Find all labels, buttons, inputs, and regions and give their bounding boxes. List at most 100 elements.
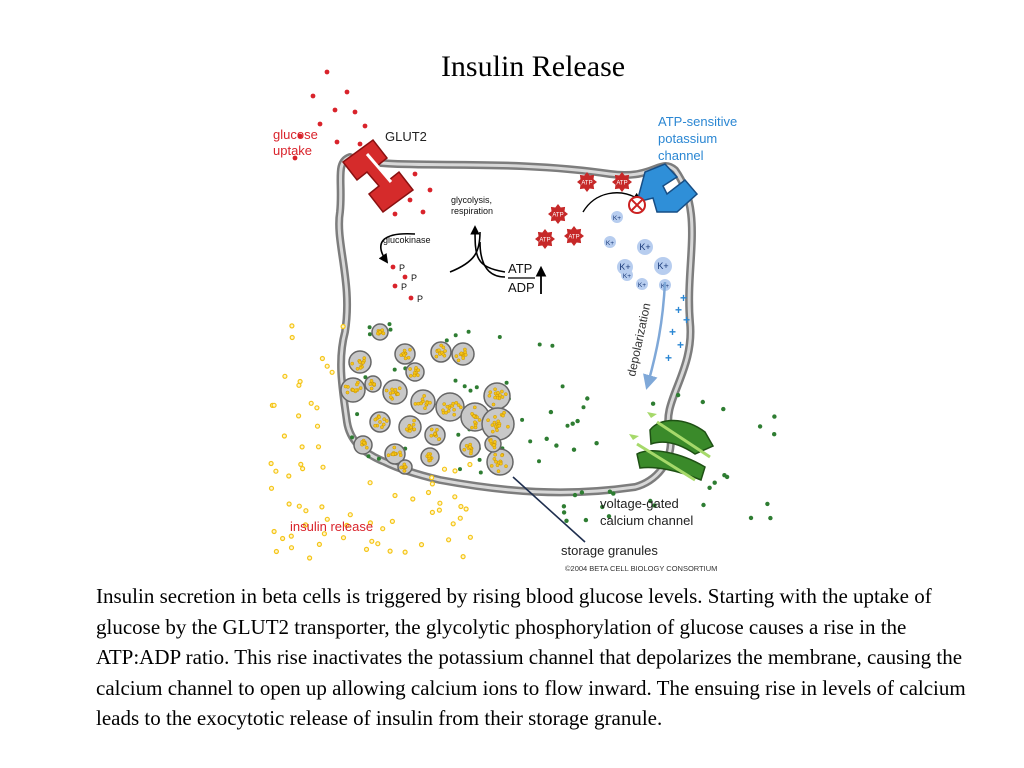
calcium-ion — [648, 498, 653, 504]
storage-granules-pointer — [512, 476, 586, 543]
calcium-ion — [579, 490, 585, 495]
insulin-molecule — [427, 454, 432, 459]
released-insulin-molecule — [436, 507, 442, 513]
calcium-ion — [468, 388, 473, 393]
atp-molecule-icon — [564, 226, 584, 246]
glucose-dot — [390, 264, 396, 270]
glucose-dot — [332, 107, 338, 113]
insulin-molecule — [487, 393, 492, 398]
calcium-ion — [722, 473, 727, 478]
potassium-ion-label: K+ — [657, 261, 668, 271]
insulin-molecule — [439, 350, 444, 355]
insulin-molecule — [496, 469, 501, 474]
insulin-molecule — [490, 429, 495, 434]
insulin-molecule — [391, 452, 395, 457]
calcium-ion — [712, 480, 717, 485]
glucose-dot — [420, 209, 426, 215]
released-insulin-molecule — [402, 549, 408, 555]
released-insulin-molecule — [450, 521, 456, 527]
atp-molecule-icon — [548, 204, 568, 224]
released-insulin-molecule — [273, 548, 279, 555]
released-insulin-molecule — [410, 496, 416, 502]
insulin-molecule — [369, 386, 374, 391]
potassium-ion — [621, 269, 633, 281]
potassium-ion — [654, 257, 672, 275]
calcium-ion — [772, 414, 777, 419]
insulin-molecule — [345, 390, 350, 395]
glucose-uptake-label-line1: glucose — [273, 127, 318, 142]
calcium-ion — [721, 406, 726, 412]
potassium-ion-label: K+ — [619, 262, 630, 272]
released-insulin-molecule — [288, 545, 295, 551]
released-insulin-molecule — [463, 506, 469, 512]
glucose-dot — [357, 141, 363, 147]
calcium-ion — [650, 401, 656, 406]
insulin-molecule — [372, 382, 376, 387]
katp-label-line3: channel — [658, 148, 704, 163]
insulin-molecule — [402, 353, 406, 358]
released-insulin-molecule — [302, 522, 309, 528]
calcium-ion — [376, 456, 381, 461]
insulin-molecule — [499, 461, 503, 466]
released-insulin-molecule — [367, 520, 374, 526]
insulin-molecule — [444, 410, 448, 415]
insulin-molecule — [429, 427, 434, 432]
glucose-dot — [408, 295, 414, 301]
insulin-molecule — [423, 406, 427, 411]
released-insulin-molecule — [429, 481, 435, 487]
calcium-ion — [520, 417, 525, 422]
released-insulin-molecule — [289, 334, 295, 341]
insulin-molecule — [397, 386, 402, 391]
slide-description: Insulin secretion in beta cells is trigg… — [96, 584, 966, 730]
insulin-molecule — [429, 433, 434, 438]
insulin-molecule — [451, 401, 455, 406]
released-insulin-molecule — [273, 468, 279, 474]
insulin-molecule — [458, 405, 463, 410]
released-insulin-molecule — [298, 461, 304, 467]
insulin-molecule — [452, 407, 456, 412]
calcium-ion — [607, 489, 613, 494]
insulin-molecule — [416, 401, 421, 406]
glucose-dot — [317, 121, 323, 127]
potassium-ion — [611, 211, 623, 223]
released-insulin-molecule — [303, 508, 309, 514]
calcium-ion — [571, 447, 577, 452]
glucose-dot — [407, 197, 413, 203]
calcium-ion — [570, 421, 575, 426]
insulin-molecule — [493, 395, 497, 400]
insulin-molecule — [358, 366, 363, 370]
calcium-ion — [652, 503, 657, 508]
calcium-ion — [565, 423, 570, 428]
insulin-molecule — [488, 439, 493, 444]
released-insulin-molecule — [369, 538, 375, 544]
released-insulin-molecule — [314, 423, 321, 429]
calcium-ion — [748, 515, 754, 521]
katp-label-line1: ATP-sensitive — [658, 114, 737, 129]
released-insulin-molecule — [446, 537, 452, 543]
atp-molecule-icon — [535, 229, 555, 249]
insulin-molecule — [456, 358, 461, 363]
insulin-molecule — [469, 451, 473, 456]
insulin-molecule — [362, 440, 366, 445]
insulin-molecule — [493, 415, 497, 419]
glucose-dot — [362, 123, 368, 129]
insulin-molecule — [408, 347, 412, 352]
released-insulin-molecule — [268, 460, 274, 467]
calcium-ion — [757, 424, 763, 429]
calcium-ion — [600, 504, 605, 510]
calcium-ion — [768, 515, 773, 521]
insulin-molecule — [358, 360, 362, 365]
insulin-molecule — [373, 417, 378, 422]
glucose-dot — [334, 139, 340, 145]
insulin-molecule — [412, 418, 416, 423]
insulin-storage-granules — [340, 323, 515, 476]
insulin-molecule — [477, 418, 482, 422]
released-insulin-molecule — [375, 541, 381, 547]
plus-charge: + — [665, 351, 672, 365]
insulin-molecule — [412, 427, 417, 432]
calcium-ion — [583, 517, 589, 523]
insulin-molecule — [495, 428, 499, 433]
phosphate-label: P — [417, 294, 423, 304]
released-insulin-molecule — [458, 503, 464, 510]
